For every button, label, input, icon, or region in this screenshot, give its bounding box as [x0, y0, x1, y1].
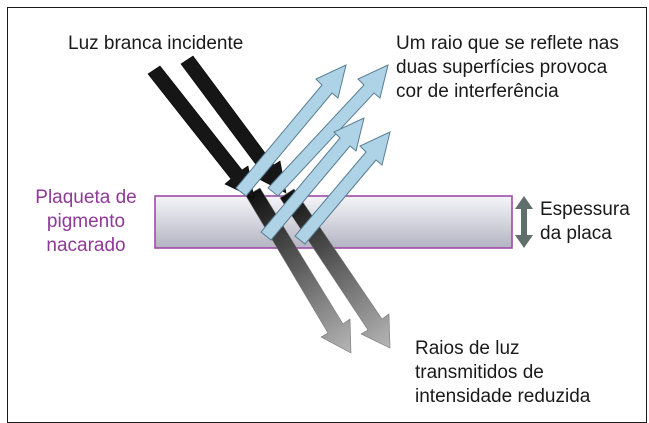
- thickness-arrow-icon: [515, 196, 533, 248]
- thickness-label-line-1: Espessura: [540, 199, 630, 220]
- platelet-label-line-3: nacarado: [46, 235, 126, 256]
- transmitted-label-line-1: Raios de luz: [415, 338, 520, 359]
- reflected-ray-label-line-2: duas superfícies provoca: [396, 57, 608, 78]
- diagram-frame: Luz branca incidente Um raio que se refl…: [7, 7, 647, 423]
- thin-film-interference-diagram: [147, 55, 533, 354]
- incident-light-label: Luz branca incidente: [68, 33, 244, 54]
- reflected-ray-label-line-3: cor de interferência: [396, 81, 559, 102]
- reflected-ray-label-line-1: Um raio que se reflete nas: [396, 33, 619, 54]
- transmitted-label-line-3: intensidade reduzida: [415, 386, 591, 407]
- platelet-label-line-1: Plaqueta de: [35, 187, 137, 208]
- transmitted-label-line-2: transmitidos de: [415, 362, 544, 383]
- reflected-ray-4: [294, 131, 391, 245]
- platelet-label-line-2: pigmento: [46, 211, 126, 232]
- thickness-label: Espessura da placa: [540, 198, 630, 246]
- transmitted-rays-label: Raios de luz transmitidos de intensidade…: [415, 337, 590, 409]
- reflected-ray-3: [260, 117, 365, 241]
- platelet-label: Plaqueta de pigmento nacarado: [26, 186, 146, 258]
- thickness-label-line-2: da placa: [540, 223, 612, 244]
- reflected-ray-2: [267, 64, 389, 197]
- reflected-ray-1: [235, 64, 347, 197]
- reflected-ray-label: Um raio que se reflete nas duas superfíc…: [396, 32, 619, 104]
